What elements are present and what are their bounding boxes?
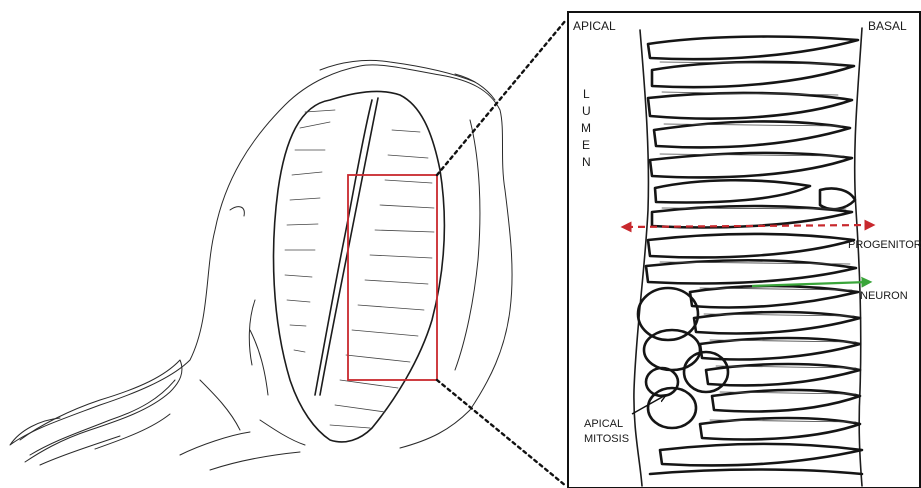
apical-mitosis-label-line2: MITOSIS [584, 433, 629, 445]
zoom-panel: APICAL BASAL L U M E N PROGENITOR NEURON… [568, 12, 921, 488]
apical-mitosis-label-line1: APICAL [584, 418, 623, 430]
apical-label: APICAL [573, 19, 616, 33]
embryo-sketch [10, 60, 512, 470]
svg-text:N: N [582, 155, 591, 169]
neuron-label: NEURON [860, 290, 908, 302]
zoom-connector-top [437, 20, 566, 175]
lumen-label: L U M E N [581, 87, 591, 169]
lumen-slit [320, 98, 378, 395]
svg-text:L: L [583, 87, 590, 101]
progenitor-label: PROGENITOR [848, 239, 921, 251]
svg-text:E: E [582, 138, 590, 152]
svg-text:M: M [581, 121, 591, 135]
basal-label: BASAL [868, 19, 907, 33]
neural-tube-outline [274, 91, 445, 442]
svg-text:U: U [582, 104, 591, 118]
zoom-connector-bottom [437, 380, 566, 486]
